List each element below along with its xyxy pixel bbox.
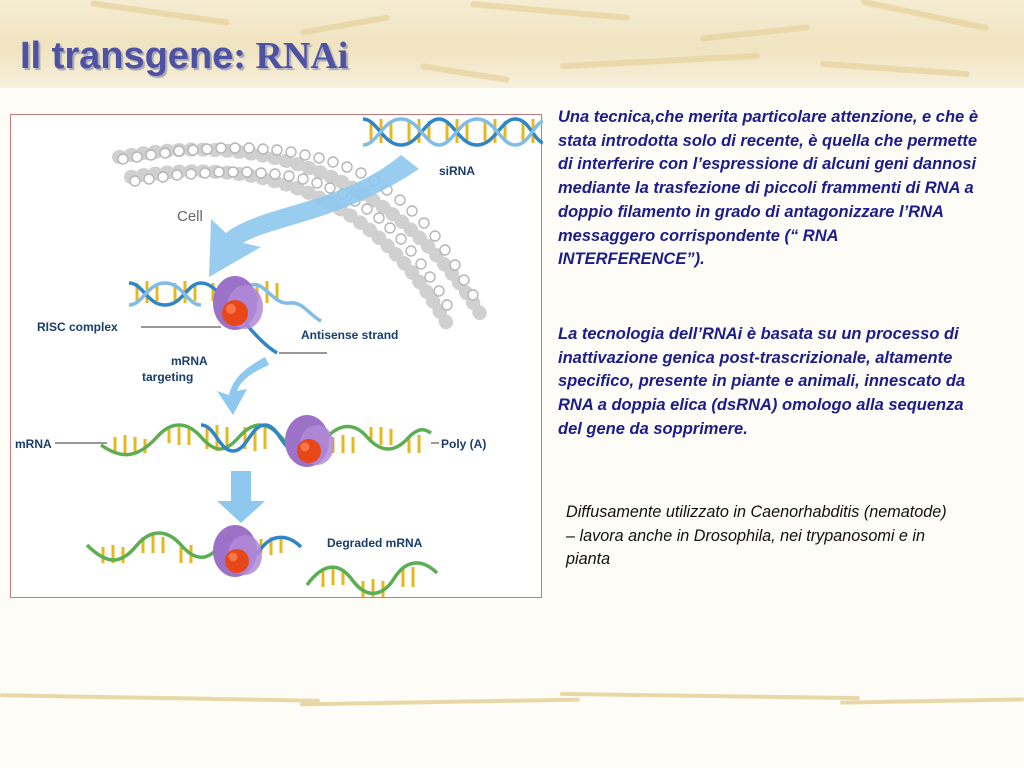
polya-label: Poly (A) [441, 437, 486, 451]
degrading-protein [213, 525, 262, 577]
slide-title: Il transgene: RNAi [20, 35, 349, 77]
degraded-mrna [85, 531, 439, 597]
rnai-diagram: siRNA Cell RISC complex Antisense strand… [10, 114, 543, 598]
risc-label: RISC complex [37, 320, 118, 334]
risc-protein [213, 276, 263, 330]
targeting-arrow [217, 357, 269, 415]
cell-label: Cell [177, 208, 203, 225]
antisense-label: Antisense strand [301, 328, 398, 342]
mrna-strand [99, 423, 432, 457]
mrna-targeting-label-line1: mRNA [171, 354, 208, 368]
paragraph-technology: La tecnologia dell’RNAi è basata su un p… [558, 325, 966, 438]
sirna-helix [362, 117, 543, 147]
paragraph-usage: Diffusamente utilizzato in Caenorhabditi… [566, 503, 947, 568]
entry-arrow [209, 155, 419, 277]
mrna-targeting-label-line2: targeting [142, 370, 193, 384]
footer-decoration [0, 690, 1024, 710]
sirna-label: siRNA [439, 164, 475, 178]
header-background [0, 0, 1024, 88]
paragraph-intro: Una tecnica,che merita particolare atten… [558, 108, 978, 269]
target-protein [285, 415, 334, 467]
degraded-mrna-label: Degraded mRNA [327, 536, 423, 550]
degradation-arrow [217, 471, 265, 523]
mrna-label: mRNA [15, 437, 52, 451]
